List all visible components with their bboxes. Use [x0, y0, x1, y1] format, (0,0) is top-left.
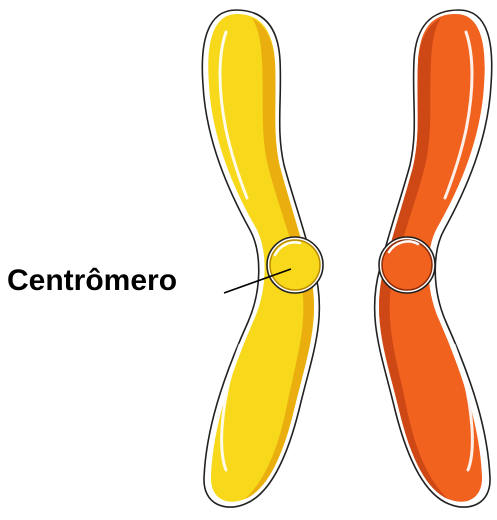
centromere-label: Centrômero	[7, 262, 177, 300]
orange-centromere	[379, 237, 435, 293]
yellow-centromere	[267, 237, 323, 293]
